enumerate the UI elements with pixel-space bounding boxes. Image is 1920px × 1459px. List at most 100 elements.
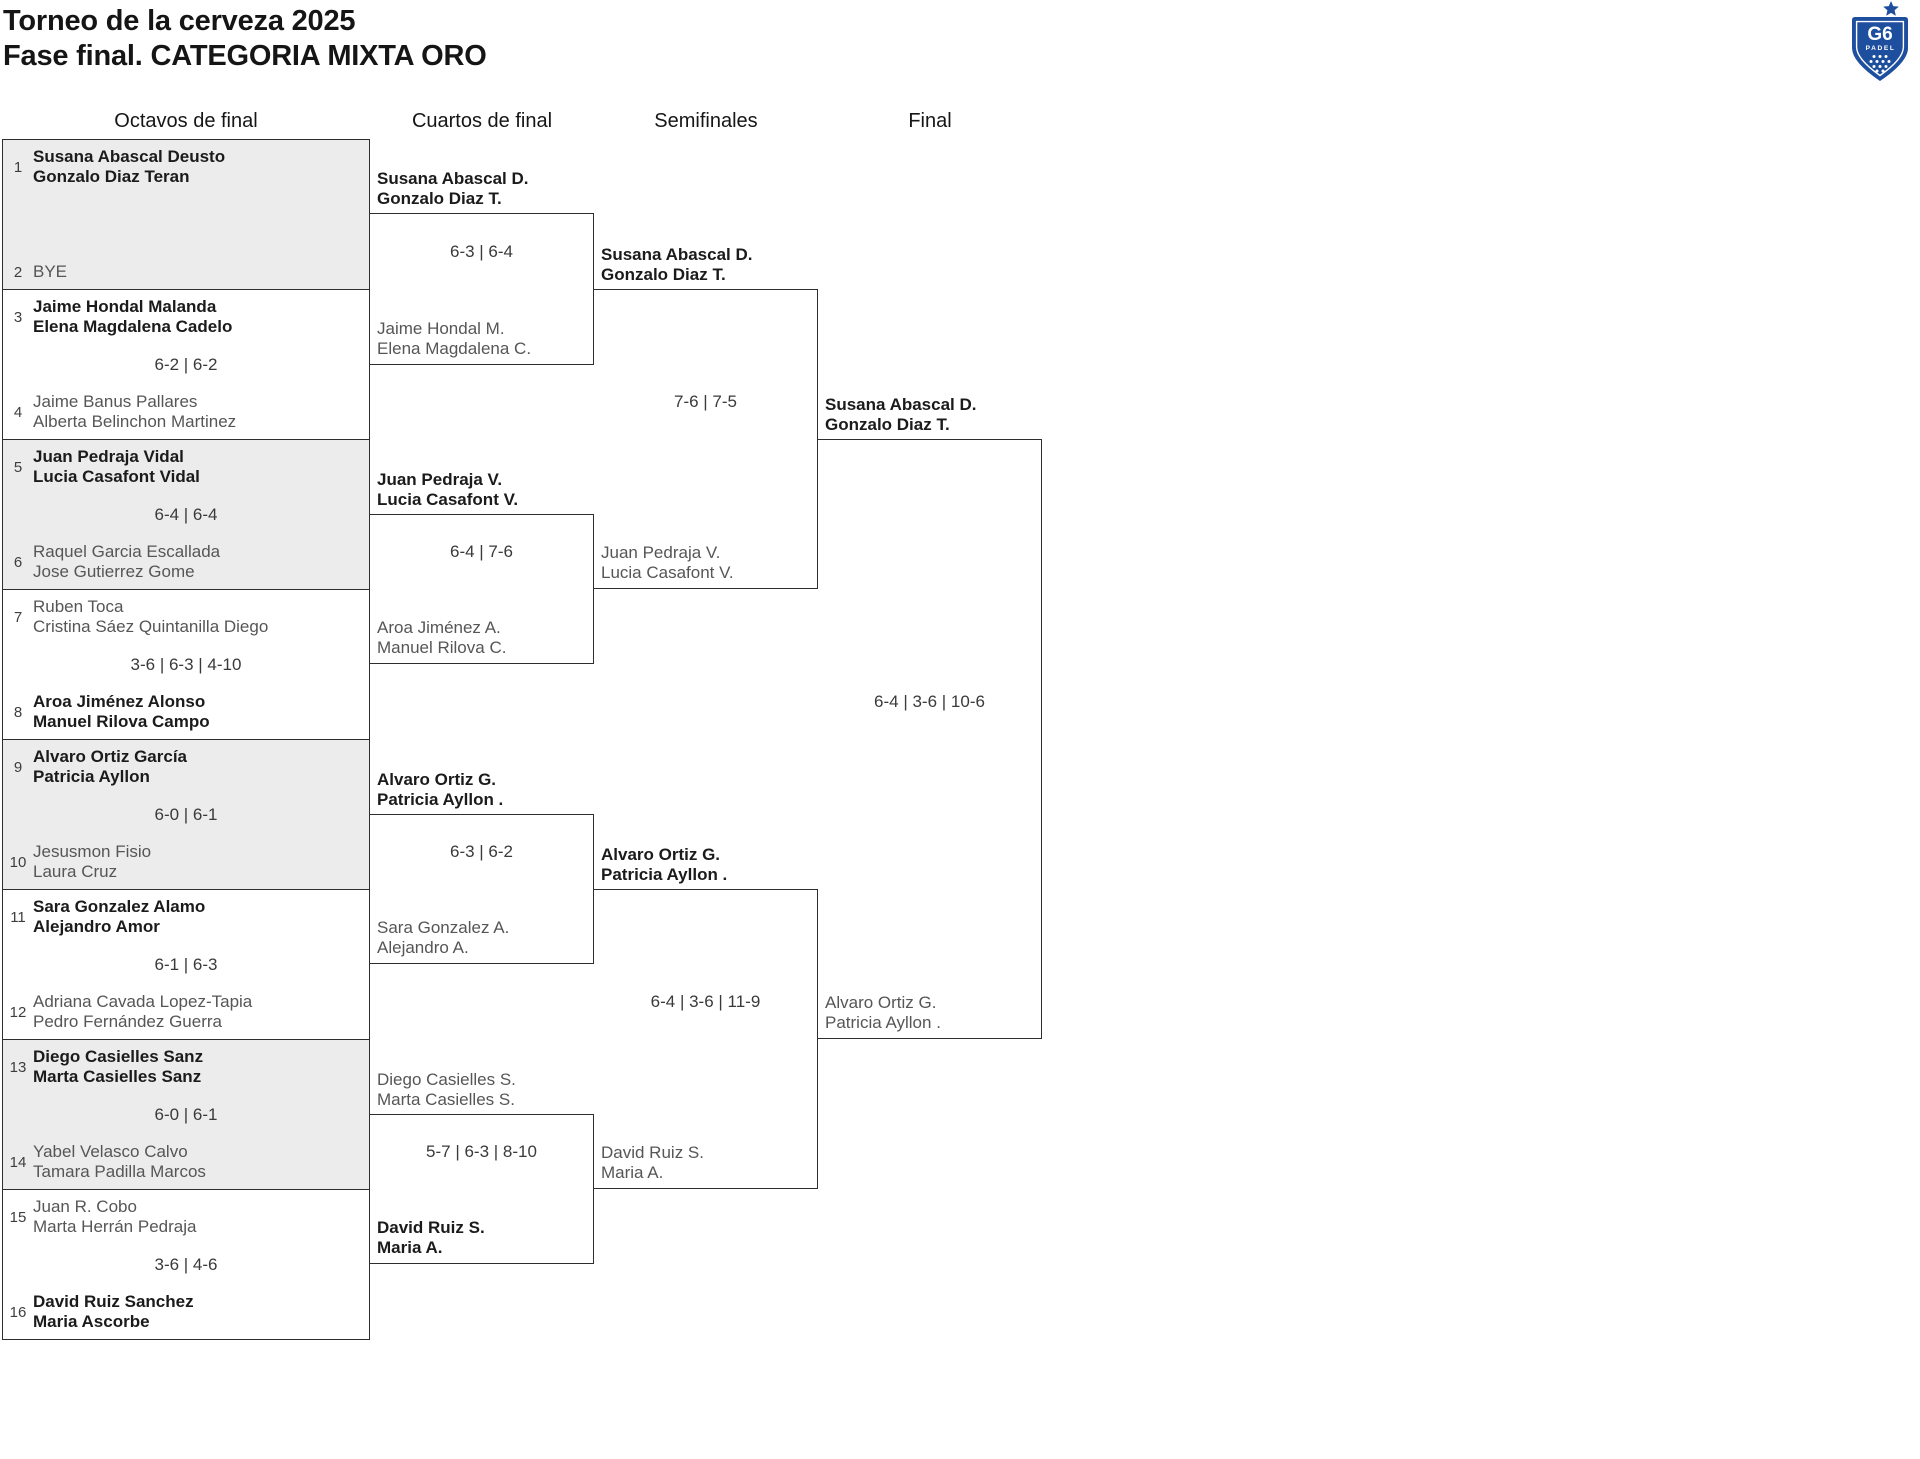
player-name: Cristina Sáez Quintanilla Diego xyxy=(33,617,269,636)
match-score: 6-4 | 7-6 xyxy=(449,542,513,561)
player-name: Yabel Velasco Calvo xyxy=(33,1142,188,1161)
player-name: Patricia Ayllon xyxy=(33,767,150,786)
seed-number: 7 xyxy=(13,608,23,626)
team-row: 12 Adriana Cavada Lopez-Tapia Pedro Fern… xyxy=(8,992,364,1032)
player-name: Jaime Hondal M. xyxy=(377,319,505,338)
seed-number: 8 xyxy=(13,703,23,721)
phase-category: Fase final. CATEGORIA MIXTA ORO xyxy=(3,40,487,72)
player-name: Pedro Fernández Guerra xyxy=(33,1012,222,1031)
player-name: Jesusmon Fisio xyxy=(33,842,152,861)
match-score: 6-4 | 6-4 xyxy=(154,504,218,524)
round-label-cuartos: Cuartos de final xyxy=(411,110,553,132)
player-name: Maria Ascorbe xyxy=(33,1312,150,1331)
advancing-team: David Ruiz S. Maria A. xyxy=(377,1218,485,1258)
player-name: Marta Casielles Sanz xyxy=(33,1067,202,1086)
advancing-team: Aroa Jiménez A. Manuel Rilova C. xyxy=(377,618,506,658)
advancing-team: Alvaro Ortiz G. Patricia Ayllon . xyxy=(601,845,727,885)
player-name: Gonzalo Diaz Teran xyxy=(33,167,190,186)
advancing-team: David Ruiz S. Maria A. xyxy=(601,1143,704,1183)
team-row: 5 Juan Pedraja Vidal Lucia Casafont Vida… xyxy=(8,447,364,487)
g6-padel-logo: G6 PADEL xyxy=(1843,0,1919,90)
match-score: 6-1 | 6-3 xyxy=(154,954,218,974)
player-name: Laura Cruz xyxy=(33,862,118,881)
player-name: Gonzalo Diaz T. xyxy=(825,415,950,434)
player-name: Alejandro A. xyxy=(377,938,469,957)
team-row: 10 Jesusmon Fisio Laura Cruz xyxy=(8,842,364,882)
team-row: 8 Aroa Jiménez Alonso Manuel Rilova Camp… xyxy=(8,692,364,732)
player-name: Marta Herrán Pedraja xyxy=(33,1217,197,1236)
seed-number: 3 xyxy=(13,308,23,326)
player-name: David Ruiz S. xyxy=(601,1143,704,1162)
champion-team: Susana Abascal D. Gonzalo Diaz T. xyxy=(825,395,977,435)
player-name: David Ruiz Sanchez xyxy=(33,1292,194,1311)
player-name: Gonzalo Diaz T. xyxy=(377,189,502,208)
player-name: Manuel Rilova Campo xyxy=(33,712,210,731)
player-name: Patricia Ayllon . xyxy=(601,865,728,884)
team-row: 3 Jaime Hondal Malanda Elena Magdalena C… xyxy=(8,297,364,337)
match-score: 6-3 | 6-2 xyxy=(449,842,513,861)
player-name: Alejandro Amor xyxy=(33,917,160,936)
player-name: Diego Casielles S. xyxy=(377,1070,516,1089)
match-score: 6-4 | 3-6 | 11-9 xyxy=(650,992,761,1011)
advancing-team: Juan Pedraja V. Lucia Casafont V. xyxy=(601,543,734,583)
seed-number: 16 xyxy=(9,1303,27,1321)
advancing-team: Sara Gonzalez A. Alejandro A. xyxy=(377,918,509,958)
player-name: Jaime Hondal Malanda xyxy=(33,297,217,316)
qf-match-2: Juan Pedraja V. Lucia Casafont V. 6-4 | … xyxy=(370,470,594,664)
player-name: Aroa Jiménez Alonso xyxy=(33,692,206,711)
player-name: Patricia Ayllon . xyxy=(377,790,504,809)
tournament-name: Torneo de la cerveza 2025 xyxy=(3,5,356,37)
seed-number: 10 xyxy=(9,853,27,871)
player-name: Juan Pedraja V. xyxy=(601,543,721,562)
player-name: Patricia Ayllon . xyxy=(825,1013,941,1032)
qf-match-3: Alvaro Ortiz G. Patricia Ayllon . 6-3 | … xyxy=(370,770,594,964)
player-name: Alvaro Ortiz García xyxy=(33,747,188,766)
r16-match-3: 5 Juan Pedraja Vidal Lucia Casafont Vida… xyxy=(2,439,370,590)
player-name: Tamara Padilla Marcos xyxy=(33,1162,206,1181)
team-row: 16 David Ruiz Sanchez Maria Ascorbe xyxy=(8,1292,364,1332)
team-row: 9 Alvaro Ortiz García Patricia Ayllon xyxy=(8,747,364,787)
player-name: Aroa Jiménez A. xyxy=(377,618,501,637)
player-name: Lucia Casafont V. xyxy=(377,490,519,509)
seed-number: 11 xyxy=(10,908,26,926)
player-name: Alvaro Ortiz G. xyxy=(377,770,497,789)
player-name: Susana Abascal D. xyxy=(377,169,529,188)
seed-number: 15 xyxy=(9,1208,27,1226)
team-row: 11 Sara Gonzalez Alamo Alejandro Amor xyxy=(8,897,364,937)
match-score: 6-0 | 6-1 xyxy=(154,1104,218,1124)
page-title: Torneo de la cerveza 2025 Fase final. CA… xyxy=(3,4,487,74)
team-row: 13 Diego Casielles Sanz Marta Casielles … xyxy=(8,1047,364,1087)
player-name: Marta Casielles S. xyxy=(377,1090,515,1109)
player-name: Adriana Cavada Lopez-Tapia xyxy=(33,992,253,1011)
match-score: 7-6 | 7-5 xyxy=(673,392,737,411)
player-name: Jose Gutierrez Gome xyxy=(33,562,195,581)
player-name: Raquel Garcia Escallada xyxy=(33,542,221,561)
player-name: Susana Abascal D. xyxy=(825,395,977,414)
player-name: Sara Gonzalez Alamo xyxy=(33,897,206,916)
player-name: Juan R. Cobo xyxy=(33,1197,137,1216)
advancing-team: Susana Abascal D. Gonzalo Diaz T. xyxy=(601,245,753,285)
sf-match-1: Susana Abascal D. Gonzalo Diaz T. 7-6 | … xyxy=(594,245,818,589)
player-name: Susana Abascal D. xyxy=(601,245,753,264)
seed-number: 2 xyxy=(13,263,23,281)
player-name: Susana Abascal Deusto xyxy=(33,147,226,166)
seed-number: 6 xyxy=(13,553,23,571)
qf-match-1: Susana Abascal D. Gonzalo Diaz T. 6-3 | … xyxy=(370,169,594,365)
match-score: 6-4 | 3-6 | 10-6 xyxy=(874,692,985,711)
r16-match-6: 11 Sara Gonzalez Alamo Alejandro Amor 6-… xyxy=(2,889,370,1040)
team-row: 6 Raquel Garcia Escallada Jose Gutierrez… xyxy=(8,542,364,582)
advancing-team: Susana Abascal D. Gonzalo Diaz T. xyxy=(377,169,529,209)
player-name: Elena Magdalena C. xyxy=(377,339,532,358)
advancing-team: Diego Casielles S. Marta Casielles S. xyxy=(377,1070,516,1110)
qf-match-4: Diego Casielles S. Marta Casielles S. 5-… xyxy=(370,1070,594,1264)
seed-number: 4 xyxy=(13,403,23,421)
r16-match-4: 7 Ruben Toca Cristina Sáez Quintanilla D… xyxy=(2,589,370,740)
player-name: Sara Gonzalez A. xyxy=(377,918,510,937)
player-name: Ruben Toca xyxy=(33,597,124,616)
player-name: Gonzalo Diaz T. xyxy=(601,265,726,284)
logo-subtext: PADEL xyxy=(1866,45,1896,52)
match-score: 6-3 | 6-4 xyxy=(449,242,513,261)
match-score: 3-6 | 6-3 | 4-10 xyxy=(130,654,242,674)
shield-icon: G6 PADEL xyxy=(1852,1,1908,81)
advancing-team: Alvaro Ortiz G. Patricia Ayllon . xyxy=(377,770,503,810)
